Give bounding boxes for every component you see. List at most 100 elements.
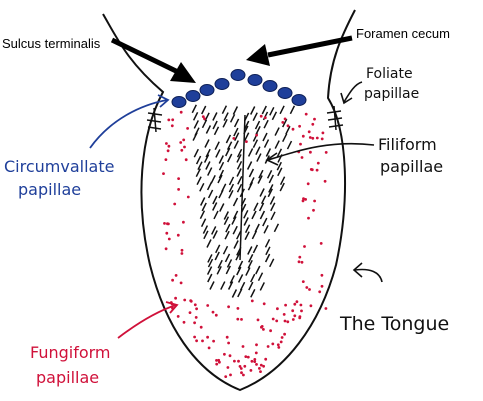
filiform-papilla bbox=[269, 106, 275, 116]
filiform-papilla bbox=[240, 197, 247, 207]
filiform-papilla bbox=[257, 175, 263, 184]
fungiform-papilla bbox=[316, 161, 320, 165]
filiform-papilla bbox=[213, 126, 220, 136]
filiform-papilla bbox=[243, 209, 249, 219]
fungiform-papilla bbox=[174, 274, 178, 277]
fungiform-papilla bbox=[238, 365, 242, 368]
fungiform-papilla bbox=[300, 156, 304, 159]
circumvallate-papilla bbox=[247, 74, 263, 86]
filiform-papilla bbox=[286, 140, 293, 150]
filiform-papilla bbox=[247, 246, 253, 255]
fungiform-papilla bbox=[206, 304, 210, 307]
filiform-papilla bbox=[227, 153, 233, 163]
filiform-papilla bbox=[233, 127, 239, 137]
filiform-papilla bbox=[192, 111, 199, 121]
filiform-papilla bbox=[225, 223, 231, 233]
fungiform-papilla bbox=[201, 115, 205, 118]
fungiform-papilla bbox=[201, 339, 204, 343]
filiform-papilla bbox=[243, 125, 249, 135]
filiform-papilla bbox=[279, 105, 285, 115]
label-filiform-line1: Filiform bbox=[378, 135, 437, 154]
filiform-papilla bbox=[273, 223, 280, 233]
filiform-papilla bbox=[192, 132, 198, 141]
fungiform-papilla bbox=[177, 188, 181, 191]
filiform-papilla bbox=[252, 244, 259, 254]
fungiform-papilla bbox=[162, 172, 165, 176]
filiform-papilla bbox=[203, 230, 209, 240]
fungiform-papilla bbox=[259, 370, 262, 373]
fungiform-papilla bbox=[320, 273, 324, 277]
filiform-papilla bbox=[214, 141, 220, 151]
fungiform-papilla bbox=[206, 335, 210, 339]
arrow-fungiform bbox=[117, 301, 179, 339]
fungiform-papilla bbox=[263, 116, 267, 120]
fungiform-papilla bbox=[300, 260, 304, 264]
fungiform-papilla bbox=[182, 320, 186, 324]
filiform-papilla bbox=[244, 132, 250, 142]
filiform-papilla bbox=[222, 118, 228, 128]
fungiform-papilla bbox=[313, 117, 316, 121]
fungiform-papilla bbox=[166, 222, 169, 226]
label-foramen-cecum: Foramen cecum bbox=[356, 26, 450, 41]
filiform-papilla bbox=[233, 240, 239, 249]
circumvallate-papilla bbox=[262, 80, 278, 92]
fungiform-papilla bbox=[165, 231, 169, 235]
fungiform-papilla bbox=[308, 288, 311, 291]
filiform-papilla bbox=[266, 169, 273, 179]
filiform-papilla bbox=[218, 155, 224, 164]
filiform-papilla bbox=[270, 211, 276, 221]
filiform-papilla bbox=[248, 253, 254, 263]
filiform-papilla bbox=[236, 266, 242, 276]
fungiform-papilla bbox=[243, 364, 247, 368]
filiform-papilla bbox=[199, 210, 206, 220]
filiform-papilla bbox=[251, 210, 257, 220]
fungiform-papilla bbox=[224, 375, 228, 378]
fungiform-papilla bbox=[183, 298, 187, 302]
fungiform-papilla bbox=[180, 252, 184, 255]
filiform-papilla bbox=[225, 265, 231, 275]
filiform-papilla bbox=[250, 288, 256, 298]
label-fungiform-line2: papillae bbox=[36, 368, 99, 387]
filiform-papilla bbox=[218, 189, 224, 199]
fungiform-papilla bbox=[301, 280, 305, 283]
fungiform-papilla bbox=[171, 118, 175, 122]
fungiform-papilla bbox=[283, 319, 287, 323]
fungiform-papilla bbox=[286, 124, 290, 128]
filiform-papilla bbox=[269, 258, 275, 268]
filiform-papilla bbox=[252, 112, 258, 122]
filiform-papilla bbox=[207, 254, 213, 263]
fungiform-papilla bbox=[315, 168, 319, 172]
filiform-papilla bbox=[218, 169, 225, 179]
filiform-papilla bbox=[234, 132, 240, 142]
fungiform-papilla bbox=[245, 140, 248, 144]
filiform-papilla bbox=[207, 273, 213, 283]
fungiform-papilla bbox=[310, 168, 314, 172]
fungiform-papilla bbox=[179, 141, 183, 144]
fungiform-papilla bbox=[312, 208, 315, 212]
filiform-papilla bbox=[254, 120, 261, 130]
label-fungiform-line1: Fungiform bbox=[30, 343, 111, 362]
fungiform-papilla bbox=[182, 220, 185, 224]
filiform-papilla bbox=[276, 148, 283, 158]
filiform-papilla bbox=[206, 239, 212, 248]
filiform-papilla bbox=[237, 175, 243, 185]
fungiform-papilla bbox=[291, 309, 295, 313]
filiform-papilla bbox=[207, 189, 214, 199]
fungiform-papilla bbox=[323, 179, 327, 183]
filiform-papilla bbox=[248, 168, 255, 178]
filiform-papilla bbox=[201, 202, 207, 212]
filiform-papilla bbox=[216, 265, 222, 275]
fungiform-papilla bbox=[319, 242, 323, 245]
fungiform-papilla bbox=[298, 255, 302, 259]
label-foliate-line2: papillae bbox=[364, 86, 419, 102]
fungiform-papilla bbox=[180, 248, 184, 252]
filiform-papillae-group bbox=[191, 104, 296, 298]
fungiform-papilla bbox=[164, 158, 168, 162]
fungiform-papilla bbox=[307, 216, 310, 220]
filiform-papilla bbox=[248, 281, 254, 291]
filiform-papilla bbox=[267, 188, 273, 198]
filiform-papilla bbox=[265, 246, 271, 256]
fungiform-papilla bbox=[227, 341, 231, 345]
filiform-papilla bbox=[270, 202, 276, 212]
filiform-papilla bbox=[231, 289, 238, 298]
